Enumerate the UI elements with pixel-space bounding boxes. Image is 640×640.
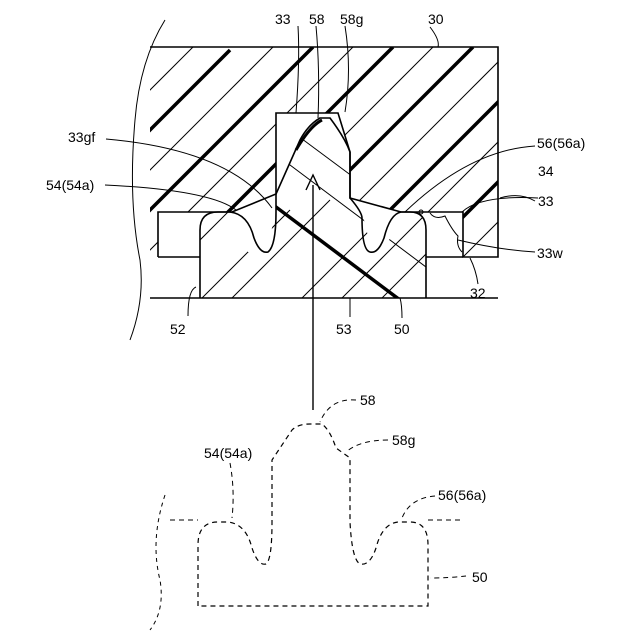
label-50-top: 50 (394, 321, 410, 337)
upper-body-30 (130, 47, 640, 320)
label-56-top: 56(56a) (537, 135, 585, 151)
base-member-32 (150, 257, 498, 298)
insert-part-50 (180, 118, 460, 300)
label-33-top: 33 (275, 11, 291, 27)
label-58-bottom: 58 (360, 392, 376, 408)
label-54-bottom: 54(54a) (204, 445, 252, 461)
label-56-bottom: 56(56a) (438, 487, 486, 503)
label-32: 32 (470, 285, 486, 301)
label-54-top: 54(54a) (46, 177, 94, 193)
label-58g-top: 58g (340, 11, 363, 27)
label-34: 34 (538, 163, 554, 179)
label-52: 52 (170, 321, 186, 337)
label-58g-bottom: 58g (392, 432, 415, 448)
leader-lines-bottom (230, 400, 466, 578)
label-53: 53 (336, 321, 352, 337)
break-line-left (130, 20, 165, 340)
label-30: 30 (428, 11, 444, 27)
label-58-top: 58 (309, 11, 325, 27)
label-33-right: 33 (538, 193, 554, 209)
label-33gf: 33gf (68, 129, 95, 145)
label-33w: 33w (537, 245, 564, 261)
insert-part-50-detail (150, 424, 462, 630)
label-50-bottom: 50 (472, 569, 488, 585)
